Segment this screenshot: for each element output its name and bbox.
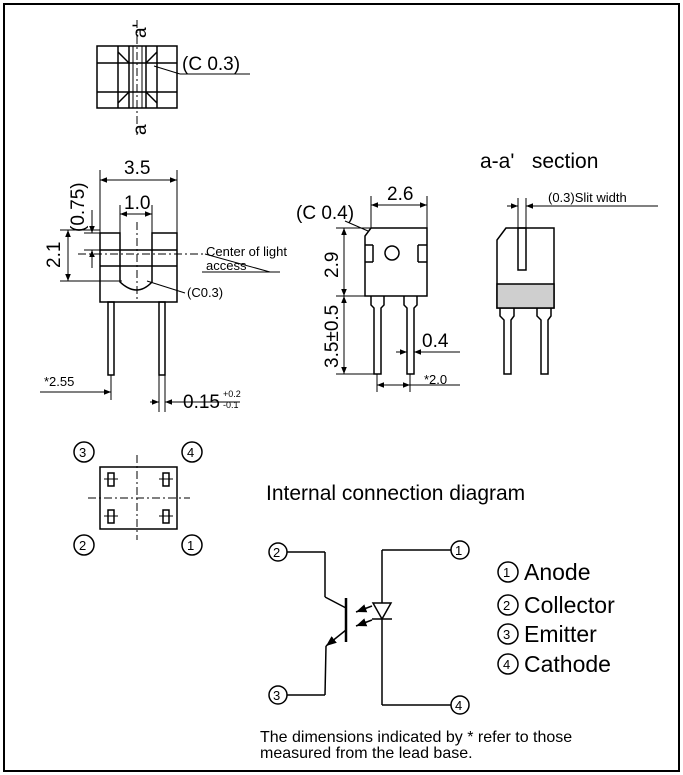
legend-num-2: 2 [503, 598, 510, 613]
side-chamfer-dim: (C 0.4) [296, 203, 354, 224]
legend-num-1: 1 [503, 565, 510, 580]
schematic-pin-1: 1 [455, 543, 462, 558]
pinout-view [73, 441, 203, 556]
width-dim: 3.5 [124, 158, 150, 179]
schematic [268, 540, 519, 715]
top-chamfer-dim: (C 0.3) [182, 54, 240, 75]
schematic-pin-2: 2 [273, 545, 280, 560]
legend-num-4: 4 [503, 657, 510, 672]
pinout-pin-2: 2 [79, 538, 86, 553]
side-view [336, 196, 460, 392]
section-title: a-a' section [480, 150, 598, 173]
schematic-pin-3: 3 [273, 688, 280, 703]
lead-width-tol-plus: +0.2 [223, 389, 241, 399]
side-height-dim: 2.9 [322, 252, 343, 278]
footnote-line-1: The dimensions indicated by * refer to t… [260, 729, 572, 746]
pinout-pin-1: 1 [187, 538, 194, 553]
legend-name-anode: Anode [524, 559, 591, 585]
lead-length-dim: 3.5±0.5 [322, 305, 343, 368]
lead-width-dim: 0.15 [183, 392, 220, 413]
section-label-top: a' [130, 24, 151, 38]
slit-dim: 1.0 [124, 193, 150, 214]
section-view [496, 198, 658, 375]
slit-width-dim: (0.3)Slit width [548, 190, 627, 205]
height-dim: 2.1 [44, 242, 65, 268]
side-width-dim: 2.6 [387, 184, 413, 205]
lead-width-tol-minus: -0.1 [223, 400, 239, 410]
legend-name-emitter: Emitter [524, 621, 597, 647]
legend-name-cathode: Cathode [524, 651, 611, 677]
lead-pitch-dim: *2.0 [424, 372, 447, 387]
section-label-bottom: a [130, 124, 151, 135]
center-light-label-1: Center of light [206, 244, 287, 259]
schematic-pin-4: 4 [455, 698, 462, 713]
legend-name-collector: Collector [524, 592, 615, 618]
footnote-line-2: measured from the lead base. [260, 745, 473, 762]
front-view [40, 170, 280, 412]
pinout-pin-3: 3 [79, 445, 86, 460]
top-height-dim: (0.75) [68, 182, 89, 232]
center-light-label-2: access [206, 258, 247, 273]
lead-thickness-dim: 0.4 [422, 331, 449, 352]
pinout-pin-4: 4 [187, 445, 194, 460]
front-chamfer-dim: (C0.3) [187, 285, 223, 300]
top-view [96, 20, 250, 135]
lead-position-dim: *2.55 [44, 374, 74, 389]
schematic-title: Internal connection diagram [266, 482, 525, 505]
legend-num-3: 3 [503, 627, 510, 642]
frame-border [3, 3, 680, 772]
